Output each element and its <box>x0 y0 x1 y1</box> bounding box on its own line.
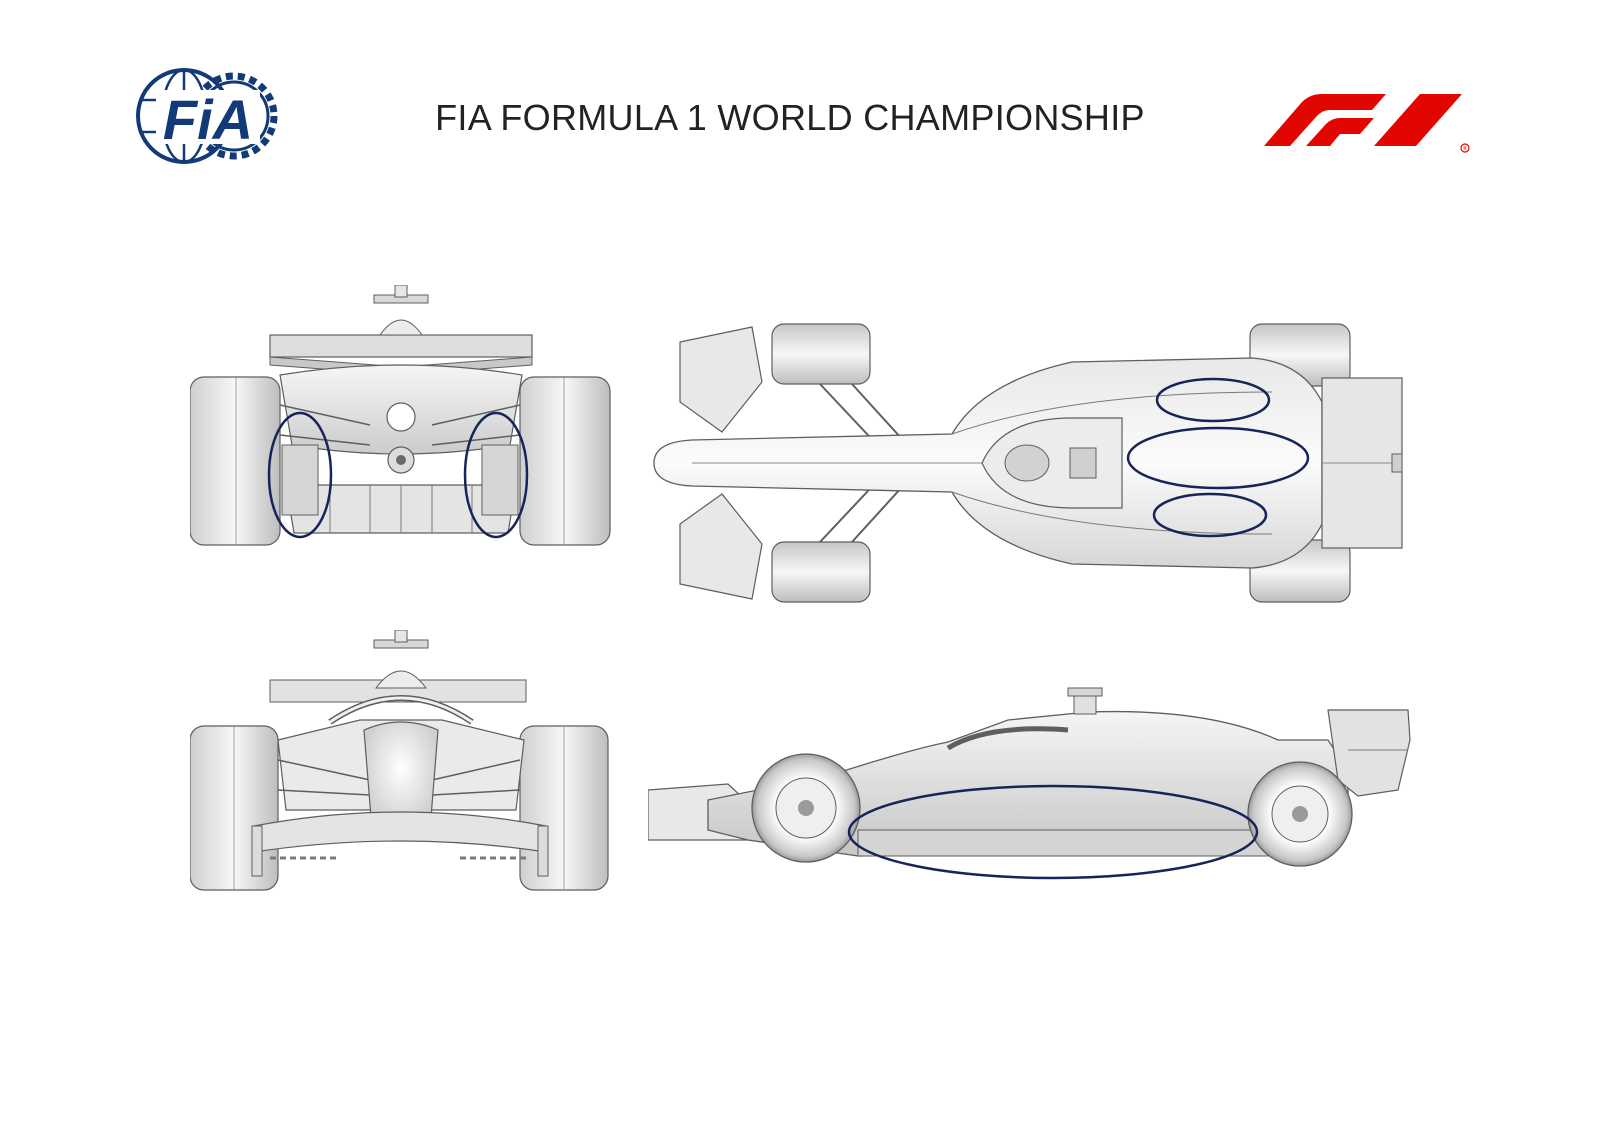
svg-text:R: R <box>1463 146 1467 152</box>
top-upper-highlight <box>1155 377 1271 423</box>
top-view <box>652 322 1432 604</box>
page-title: FIA FORMULA 1 WORLD CHAMPIONSHIP <box>435 97 1145 138</box>
f1-logo: R <box>1256 88 1476 158</box>
rear-right-highlight <box>463 411 529 539</box>
top-lower-highlight <box>1152 492 1268 538</box>
fia-logo: FiA <box>134 64 284 170</box>
top-center-highlight <box>1126 426 1310 490</box>
side-view <box>648 680 1428 910</box>
side-floor-highlight <box>847 784 1259 880</box>
rear-view <box>190 285 620 555</box>
rear-left-highlight <box>267 411 333 539</box>
fia-logo-text: FiA <box>163 88 253 151</box>
front-view <box>190 630 620 902</box>
